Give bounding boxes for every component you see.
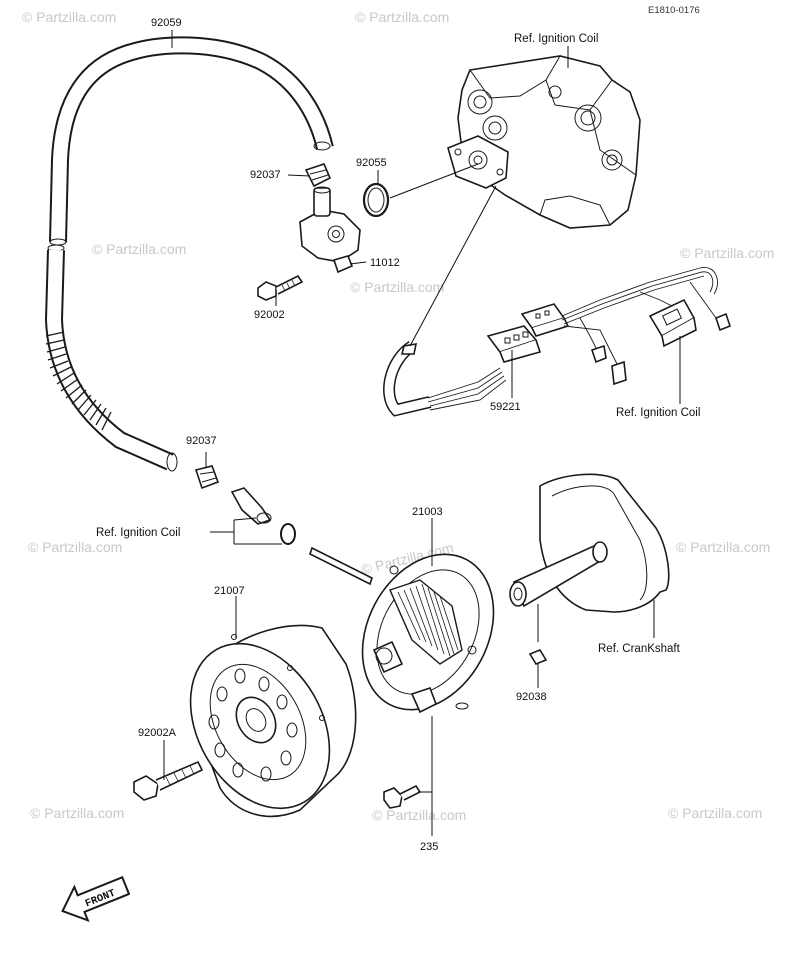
ref-ignition-coil-right[interactable]: Ref. Ignition Coil	[616, 407, 700, 419]
part-label-92055[interactable]: 92055	[356, 157, 387, 169]
flywheel-21007	[189, 624, 357, 818]
shaft-and-fittings	[194, 465, 373, 586]
part-label-92037[interactable]: 92037	[250, 169, 281, 181]
stator-21003	[361, 553, 495, 714]
water-fitting-assembly	[257, 163, 390, 301]
part-label-59221[interactable]: 59221	[490, 401, 521, 413]
part-label-92002A[interactable]: 92002A	[138, 727, 177, 739]
crankshaft-ref	[509, 473, 670, 665]
watermark: © Partzilla.com	[350, 279, 444, 295]
part-label-21003[interactable]: 21003	[412, 506, 443, 518]
watermark: © Partzilla.com	[372, 807, 466, 823]
part-label-92002[interactable]: 92002	[254, 309, 285, 321]
wiring-harness-59221	[383, 267, 731, 417]
part-label-92038[interactable]: 92038	[516, 691, 547, 703]
watermark: © Partzilla.com	[676, 539, 770, 555]
reference-labels: Ref. Ignition Coil Ref. Ignition Coil Re…	[96, 33, 700, 655]
part-label-92059[interactable]: 92059	[151, 17, 182, 29]
cylinder-head-ref	[447, 55, 641, 229]
watermark: © Partzilla.com	[680, 245, 774, 261]
watermark: © Partzilla.com	[22, 9, 116, 25]
watermark: © Partzilla.com	[92, 241, 186, 257]
watermark: © Partzilla.com	[668, 805, 762, 821]
part-label-92037[interactable]: 92037	[186, 435, 217, 447]
ref-ignition-coil-top[interactable]: Ref. Ignition Coil	[514, 33, 598, 45]
watermark: © Partzilla.com	[355, 9, 449, 25]
watermark: © Partzilla.com	[28, 539, 122, 555]
bolt-92002A	[133, 760, 204, 801]
part-label-11012[interactable]: 11012	[370, 257, 400, 269]
watermark: © Partzilla.com	[30, 805, 124, 821]
front-direction-arrow: FRONT	[61, 875, 131, 923]
hose-92059	[44, 36, 334, 472]
ref-ignition-coil-left[interactable]: Ref. Ignition Coil	[96, 527, 180, 539]
ref-crankshaft[interactable]: Ref. CranKshaft	[598, 643, 681, 655]
bolt-235	[383, 784, 422, 809]
part-label-21007[interactable]: 21007	[214, 585, 245, 597]
part-label-235[interactable]: 235	[420, 841, 438, 853]
leader-lines	[163, 30, 681, 836]
diagram-code: E1810-0176	[648, 5, 700, 16]
part-labels: 92059 92037 92055 11012 92002 59221 9203…	[138, 17, 547, 853]
